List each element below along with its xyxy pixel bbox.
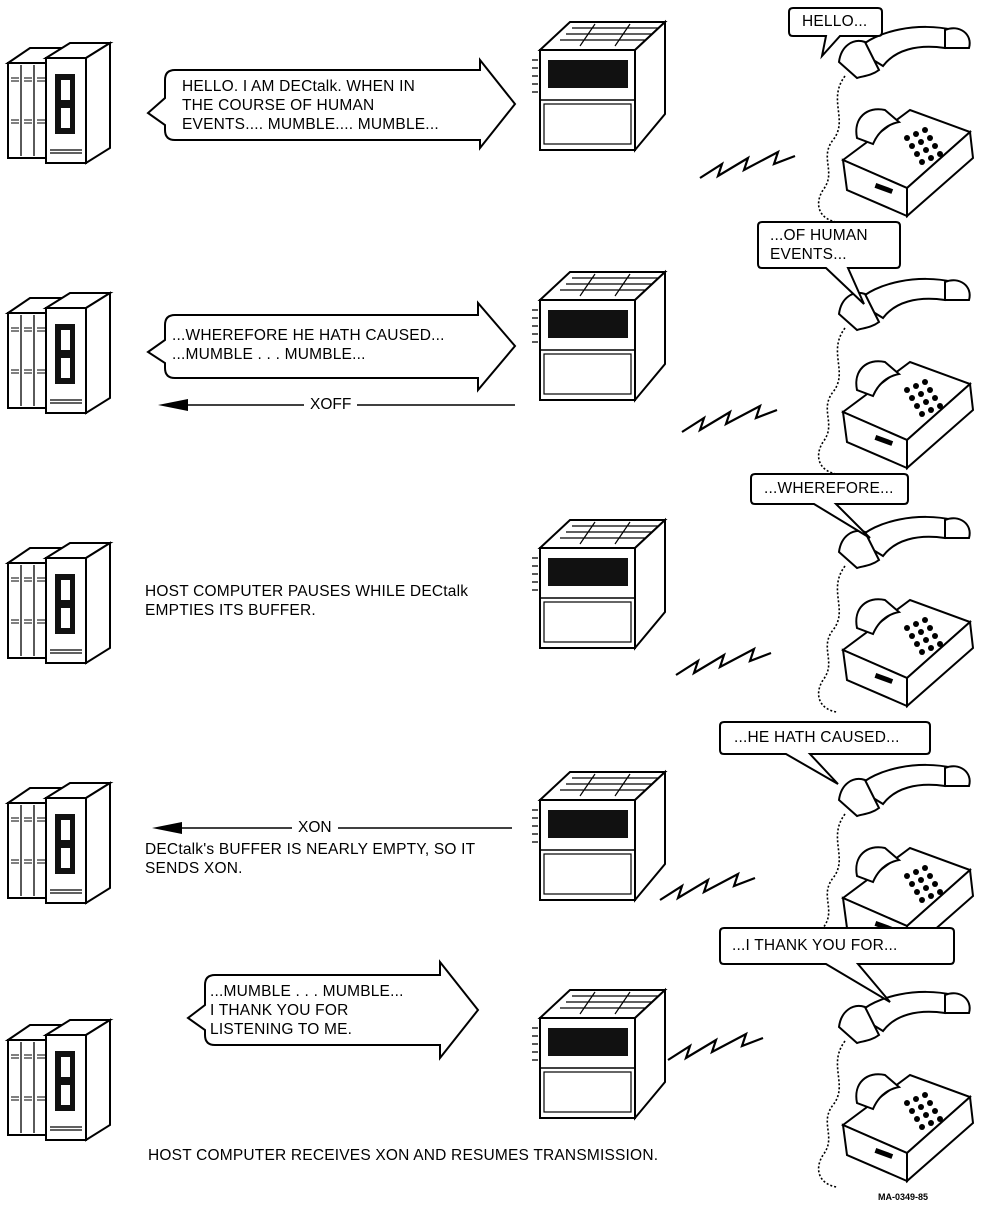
message-line: HELLO. I AM DECtalk. WHEN IN xyxy=(182,78,415,95)
transmission-zigzag-icon xyxy=(674,647,773,677)
message-line: LISTENING TO ME. xyxy=(210,1021,353,1038)
speech-bubble-5 xyxy=(719,927,955,1003)
transmission-zigzag-icon xyxy=(698,150,797,180)
message-line: ...MUMBLE . . . MUMBLE... xyxy=(172,346,366,363)
speech-text-4: ...HE HATH CAUSED... xyxy=(734,729,900,746)
message-line: ...MUMBLE . . . MUMBLE... xyxy=(210,983,404,1000)
caption-line: EMPTIES ITS BUFFER. xyxy=(145,602,316,619)
speech-text-2: ...OF HUMAN EVENTS... xyxy=(770,226,868,264)
speech-line: EVENTS... xyxy=(770,246,847,263)
speech-bubble-2 xyxy=(757,221,901,305)
host-computer-icon xyxy=(7,292,111,414)
dectalk-unit-icon xyxy=(531,271,666,401)
host-computer-icon xyxy=(7,542,111,664)
caption-text-3: HOST COMPUTER PAUSES WHILE DECtalk EMPTI… xyxy=(145,582,468,620)
transmission-zigzag-icon xyxy=(680,404,779,434)
host-computer-icon xyxy=(7,782,111,904)
message-line: I THANK YOU FOR xyxy=(210,1002,349,1019)
telephone-icon xyxy=(817,25,974,223)
message-line: ...WHEREFORE HE HATH CAUSED... xyxy=(172,327,445,344)
speech-line: ...OF HUMAN xyxy=(770,227,868,244)
figure-id: MA-0349-85 xyxy=(878,1192,929,1202)
dectalk-unit-icon xyxy=(531,21,666,151)
caption-line: HOST COMPUTER PAUSES WHILE DECtalk xyxy=(145,583,469,600)
speech-text-5: ...I THANK YOU FOR... xyxy=(732,937,898,954)
message-line: THE COURSE OF HUMAN xyxy=(182,97,375,114)
xon-label: XON xyxy=(292,818,338,837)
dectalk-unit-icon xyxy=(531,771,666,901)
speech-bubble-4 xyxy=(719,721,931,785)
message-line: EVENTS.... MUMBLE.... MUMBLE... xyxy=(182,116,439,133)
host-computer-icon xyxy=(7,1019,111,1141)
xoff-label: XOFF xyxy=(304,395,358,414)
dectalk-unit-icon xyxy=(531,989,666,1119)
caption-line: SENDS XON. xyxy=(145,860,243,877)
speech-text-1: HELLO... xyxy=(802,13,868,30)
footer-caption: HOST COMPUTER RECEIVES XON AND RESUMES T… xyxy=(148,1147,659,1164)
xon-arrow xyxy=(152,822,512,834)
telephone-icon xyxy=(817,515,974,713)
caption-line: DECtalk's BUFFER IS NEARLY EMPTY, SO IT xyxy=(145,841,476,858)
telephone-icon xyxy=(817,277,974,475)
caption-text-4: DECtalk's BUFFER IS NEARLY EMPTY, SO IT … xyxy=(145,840,475,878)
speech-bubble-3 xyxy=(750,473,909,539)
message-text-1: HELLO. I AM DECtalk. WHEN IN THE COURSE … xyxy=(182,77,439,134)
telephone-icon xyxy=(817,990,974,1188)
speech-text-3: ...WHEREFORE... xyxy=(764,480,894,497)
speech-bubble-1 xyxy=(788,7,883,60)
message-text-5: ...MUMBLE . . . MUMBLE... I THANK YOU FO… xyxy=(210,982,404,1039)
dectalk-unit-icon xyxy=(531,519,666,649)
message-arrow-2 xyxy=(146,300,517,393)
message-arrow-5 xyxy=(186,959,480,1061)
transmission-zigzag-icon xyxy=(658,872,757,902)
transmission-zigzag-icon xyxy=(666,1032,765,1062)
host-computer-icon xyxy=(7,42,111,164)
message-text-2: ...WHEREFORE HE HATH CAUSED... ...MUMBLE… xyxy=(172,326,445,364)
message-arrow-1 xyxy=(146,57,517,151)
